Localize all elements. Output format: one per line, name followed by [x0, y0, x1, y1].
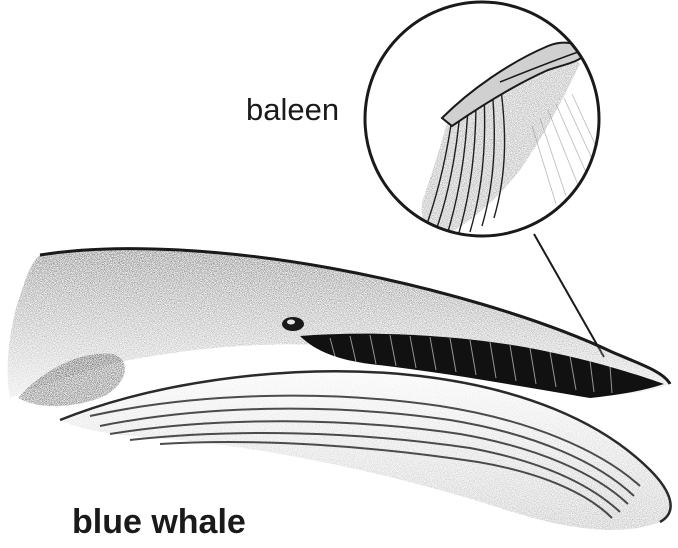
whale-head [8, 249, 671, 530]
diagram-title: blue whale [72, 505, 246, 539]
label-baleen: baleen [246, 94, 339, 125]
zoom-inset [365, 2, 606, 238]
